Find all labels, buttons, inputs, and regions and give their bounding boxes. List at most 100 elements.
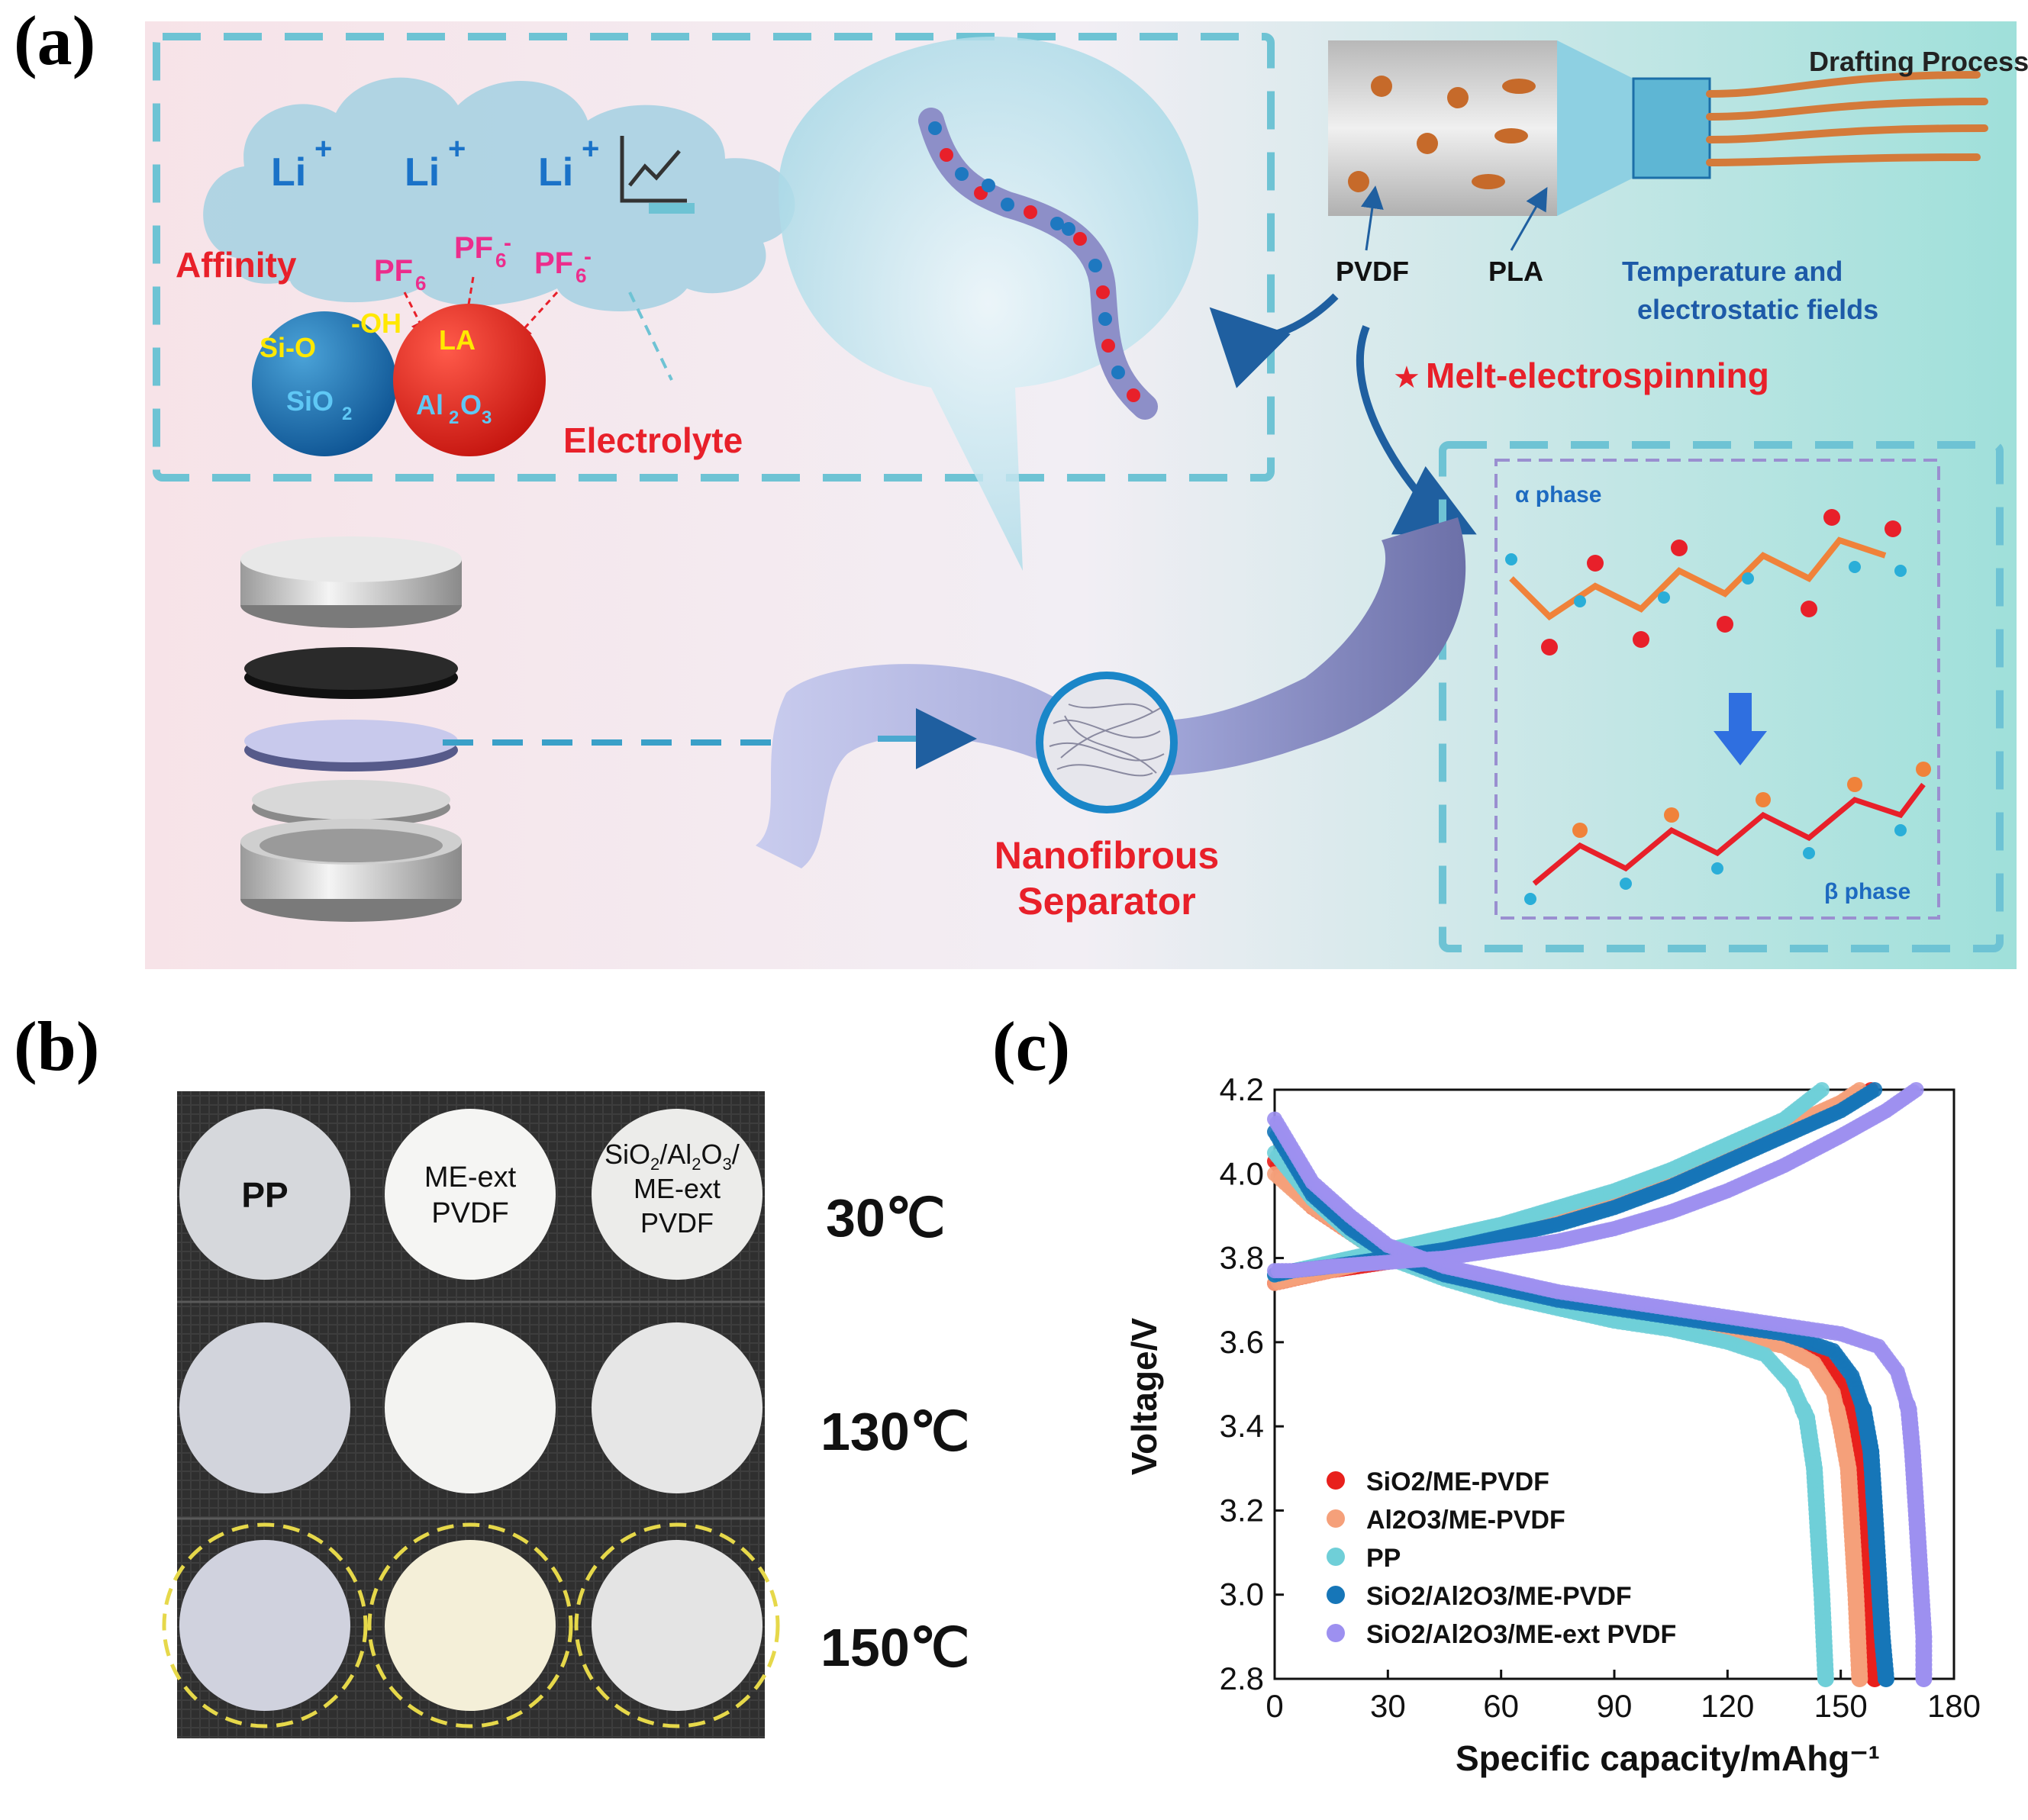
temp-150: 150℃ [821, 1618, 970, 1677]
disc-meext-150 [385, 1540, 556, 1711]
fiber-bubble [779, 37, 1198, 571]
separator-ribbon [756, 517, 1466, 868]
data-point [1851, 1670, 1868, 1687]
series-SiO2/Al2O3/ME-ext PVDF [1267, 1082, 1933, 1687]
label-sioal-1: SiO2/Al2O3/ [605, 1139, 740, 1174]
panel-b-photo: PP ME-ext PVDF SiO2/Al2O3/ ME-ext PVDF [162, 1091, 820, 1738]
li-label-2: Li [405, 150, 440, 195]
electrolyte-label: Electrolyte [563, 420, 743, 460]
pf6-sup-3: - [584, 244, 592, 269]
y-tick-label: 3.2 [1220, 1492, 1264, 1528]
y-tick-label: 3.8 [1220, 1240, 1264, 1276]
al2o3-o: O [460, 389, 482, 420]
pf6-label-1: PF [374, 254, 413, 288]
al2o3-al: Al [416, 389, 443, 420]
x-tick-label: 180 [1927, 1688, 1981, 1724]
pf6-sup-2: - [504, 230, 511, 256]
melt-star: ★ [1393, 361, 1420, 395]
disc-sioal-150 [592, 1540, 763, 1711]
temp-130: 130℃ [821, 1402, 970, 1461]
x-tick-label: 0 [1265, 1688, 1283, 1724]
x-tick-label: 60 [1483, 1688, 1519, 1724]
al2o3-sphere [393, 304, 546, 456]
legend-marker [1327, 1548, 1345, 1566]
legend-marker [1327, 1509, 1345, 1528]
pf6-sub-1: 6 [415, 272, 426, 295]
legend-entry: SiO2/Al2O3/ME-ext PVDF [1366, 1620, 1676, 1649]
melt-label: Melt-electrospinning [1426, 356, 1769, 395]
electrolyte-cloud [203, 77, 795, 311]
y-tick-label: 3.0 [1220, 1577, 1264, 1612]
data-point [1908, 1082, 1924, 1097]
li-label-3: Li [538, 150, 573, 195]
disc-meext-130 [385, 1322, 556, 1493]
temp-label-1: Temperature and [1622, 256, 1843, 287]
y-tick-label: 2.8 [1220, 1661, 1264, 1696]
down-arrow-icon [1714, 693, 1767, 765]
x-tick-label: 120 [1701, 1688, 1754, 1724]
curve-arrow-down [1356, 325, 1477, 535]
la-label: LA [439, 324, 476, 356]
label-sioal-3: PVDF [640, 1207, 714, 1239]
x-tick-label: 150 [1814, 1688, 1868, 1724]
curve-arrow-left [1209, 293, 1339, 388]
alpha-label: α phase [1515, 482, 1601, 507]
panel-c-letter: (c) [992, 1007, 1071, 1085]
legend-entry: SiO2/Al2O3/ME-PVDF [1366, 1582, 1632, 1611]
panel-b-letter: (b) [14, 1007, 100, 1085]
data-point [1867, 1082, 1883, 1097]
al2o3-sub2: 2 [449, 407, 459, 428]
pla-label: PLA [1488, 256, 1543, 287]
sio2-sphere [252, 311, 397, 456]
x-tick-label: 30 [1370, 1688, 1406, 1724]
y-axis-label: Voltage/V [1124, 1318, 1164, 1476]
temp-30: 30℃ [826, 1188, 946, 1248]
beta-label: β phase [1824, 879, 1910, 904]
disc-meext-30 [385, 1109, 556, 1280]
pf6-sub-2: 6 [495, 249, 506, 272]
oh-label: -OH [351, 308, 401, 339]
legend-entry: SiO2/ME-PVDF [1366, 1467, 1549, 1496]
beta-chain [1524, 762, 1931, 905]
sio2-label: SiO [286, 385, 334, 417]
alpha-chain [1505, 509, 1907, 656]
legend-entry: Al2O3/ME-PVDF [1366, 1506, 1565, 1535]
y-tick-label: 4.2 [1220, 1071, 1264, 1107]
pvdf-label: PVDF [1336, 256, 1409, 287]
label-meext-2: PVDF [431, 1197, 508, 1229]
pf6-label-3: PF [534, 246, 573, 280]
al2o3-sub3: 3 [482, 407, 492, 428]
disc-pp-150 [179, 1540, 350, 1711]
nano-label-2: Separator [1017, 880, 1195, 923]
li-label-1: Li [271, 150, 306, 195]
data-point [1915, 1670, 1933, 1687]
drafting-label: Drafting Process [1809, 46, 2028, 77]
temp-label-2: electrostatic fields [1637, 294, 1878, 325]
disc-sioal-130 [592, 1322, 763, 1493]
nano-label-1: Nanofibrous [995, 834, 1219, 877]
panel-a-letter: (a) [14, 2, 96, 79]
li-plus-1: + [314, 132, 332, 166]
affinity-label: Affinity [176, 245, 297, 285]
li-plus-3: + [582, 132, 599, 166]
legend-marker [1327, 1624, 1345, 1642]
panel-a-schematic: Li + Li + Li + Affinity PF PF PF 6 6 6 -… [145, 21, 2028, 969]
legend-marker [1327, 1471, 1345, 1490]
label-meext-1: ME-ext [424, 1161, 517, 1193]
label-sioal-2: ME-ext [634, 1173, 721, 1204]
data-point [1878, 1670, 1894, 1687]
sio2-sub: 2 [342, 404, 352, 424]
sio-label: Si-O [260, 332, 316, 363]
x-tick-label: 90 [1597, 1688, 1633, 1724]
y-tick-label: 4.0 [1220, 1155, 1264, 1191]
trend-chart-icon [620, 136, 687, 203]
data-point [1817, 1670, 1834, 1687]
y-tick-label: 3.6 [1220, 1324, 1264, 1360]
pf6-sub-3: 6 [576, 264, 586, 287]
label-pp: PP [241, 1175, 288, 1215]
x-axis-label: Specific capacity/mAhg⁻¹ [1456, 1738, 1880, 1778]
coin-cell-stack [240, 536, 462, 922]
legend-entry: PP [1366, 1544, 1401, 1573]
li-plus-2: + [448, 132, 466, 166]
